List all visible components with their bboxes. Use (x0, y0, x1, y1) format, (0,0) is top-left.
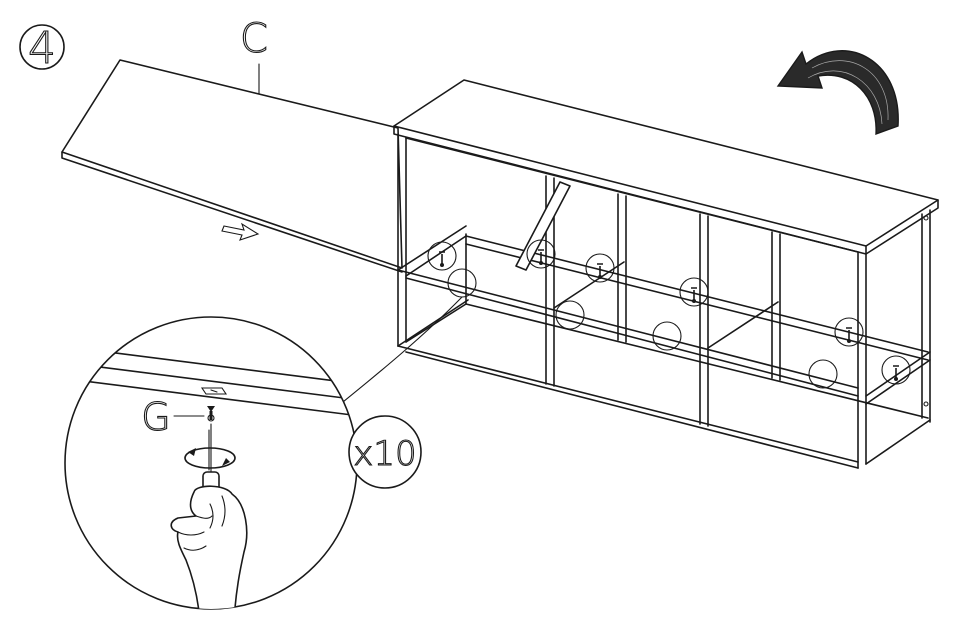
step-circle (19, 24, 65, 70)
panel-label: C (240, 16, 268, 62)
hand-with-screwdriver-icon (170, 485, 248, 609)
rotation-indicator (184, 447, 236, 469)
screw-label-group: G (141, 394, 205, 440)
screw-marker (834, 317, 864, 347)
screw-marker (652, 321, 682, 351)
curved-arrow-icon (776, 50, 899, 136)
screw-marker (555, 300, 585, 330)
screw-marker (585, 253, 615, 283)
screw-icon (200, 387, 228, 422)
quantity-circle (348, 415, 422, 489)
screw-marker (808, 359, 838, 389)
screw-positions (427, 239, 911, 389)
outline-arrow-right-icon (221, 222, 260, 241)
screw-marker (881, 355, 911, 385)
detail-callout (64, 316, 358, 610)
step-number: 4 (28, 23, 56, 74)
quantity-badge: x10 (348, 415, 422, 489)
cabinet-frame (393, 79, 939, 469)
screw-marker (679, 277, 709, 307)
step-badge: 4 (19, 22, 65, 75)
screw-marker (427, 241, 457, 271)
panel-c (61, 59, 403, 273)
callout-leader (337, 296, 463, 407)
screw-label: G (141, 395, 170, 439)
quantity-text: x10 (353, 434, 416, 474)
screw-marker (526, 239, 556, 269)
